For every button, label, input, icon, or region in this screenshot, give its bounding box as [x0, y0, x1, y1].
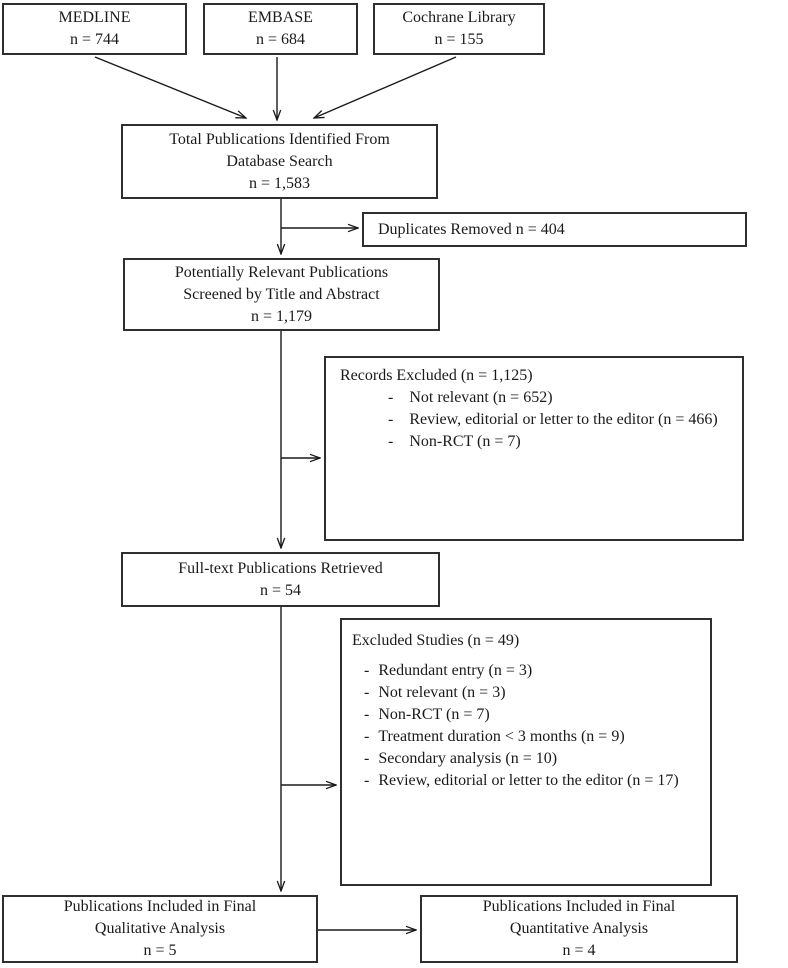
records-excluded-box: Records Excluded (n = 1,125) - Not relev…	[324, 356, 744, 541]
bullet-dash: -	[364, 706, 370, 723]
total-identified-box: Total Publications Identified From Datab…	[121, 124, 438, 199]
quantitative-line2: Quantitative Analysis	[509, 920, 649, 937]
source-name: MEDLINE	[58, 9, 131, 26]
excluded-studies-item: - Review, editorial or letter to the edi…	[352, 770, 702, 792]
records-excluded-item: - Non-RCT (n = 7)	[340, 431, 736, 453]
arrow-cochrane-to-total	[314, 56, 457, 118]
screened-line1: Potentially Relevant Publications	[174, 263, 389, 281]
records-excluded-title: Records Excluded (n = 1,125)	[340, 367, 533, 384]
total-count: n = 1,583	[248, 174, 311, 192]
screened-box: Potentially Relevant Publications Screen…	[123, 258, 440, 331]
source-name: EMBASE	[248, 9, 313, 26]
bullet-dash: -	[388, 389, 394, 406]
qualitative-line1: Publications Included in Final	[63, 898, 257, 915]
qualitative-count: n = 5	[143, 942, 177, 959]
quantitative-line1: Publications Included in Final	[482, 898, 676, 915]
total-line2: Database Search	[226, 152, 333, 170]
bullet-dash: -	[364, 750, 370, 767]
screened-line2: Screened by Title and Abstract	[183, 285, 380, 303]
fulltext-retrieved-box: Full-text Publications Retrieved n = 54	[121, 552, 440, 607]
total-line1: Total Publications Identified From	[169, 130, 390, 148]
excluded-studies-title: Excluded Studies (n = 49)	[352, 632, 520, 649]
excluded-studies-item: - Treatment duration < 3 months (n = 9)	[352, 726, 702, 748]
duplicates-removed-box: Duplicates Removed n = 404	[362, 212, 747, 247]
qualitative-line2: Qualitative Analysis	[94, 920, 226, 937]
records-excluded-item: - Review, editorial or letter to the edi…	[340, 409, 736, 431]
excluded-studies-item: - Redundant entry (n = 3)	[352, 660, 702, 682]
source-name: Cochrane Library	[402, 9, 516, 26]
source-count: n = 155	[434, 31, 484, 48]
bullet-dash: -	[364, 684, 370, 701]
bullet-dash: -	[388, 411, 394, 428]
records-excluded-item: - Not relevant (n = 652)	[340, 387, 736, 409]
source-box-embase: EMBASE n = 684	[203, 3, 358, 55]
bullet-dash: -	[364, 772, 370, 789]
source-box-medline: MEDLINE n = 744	[2, 3, 187, 55]
arrow-medline-to-total	[94, 56, 246, 118]
quantitative-count: n = 4	[562, 942, 596, 959]
source-count: n = 684	[255, 31, 306, 48]
source-count: n = 744	[69, 31, 120, 48]
qualitative-box: Publications Included in Final Qualitati…	[2, 895, 318, 963]
fulltext-line1: Full-text Publications Retrieved	[178, 559, 383, 577]
bullet-dash: -	[388, 433, 394, 450]
duplicates-text: Duplicates Removed n = 404	[378, 220, 565, 238]
source-box-cochrane: Cochrane Library n = 155	[373, 3, 545, 55]
screened-count: n = 1,179	[250, 307, 313, 325]
bullet-dash: -	[364, 728, 370, 745]
quantitative-box: Publications Included in Final Quantitat…	[420, 895, 738, 963]
fulltext-count: n = 54	[259, 581, 302, 599]
excluded-studies-box: Excluded Studies (n = 49) - Redundant en…	[340, 618, 712, 886]
excluded-studies-item: - Not relevant (n = 3)	[352, 682, 702, 704]
bullet-dash: -	[364, 662, 370, 679]
excluded-studies-item: - Secondary analysis (n = 10)	[352, 748, 702, 770]
excluded-studies-item: - Non-RCT (n = 7)	[352, 704, 702, 726]
